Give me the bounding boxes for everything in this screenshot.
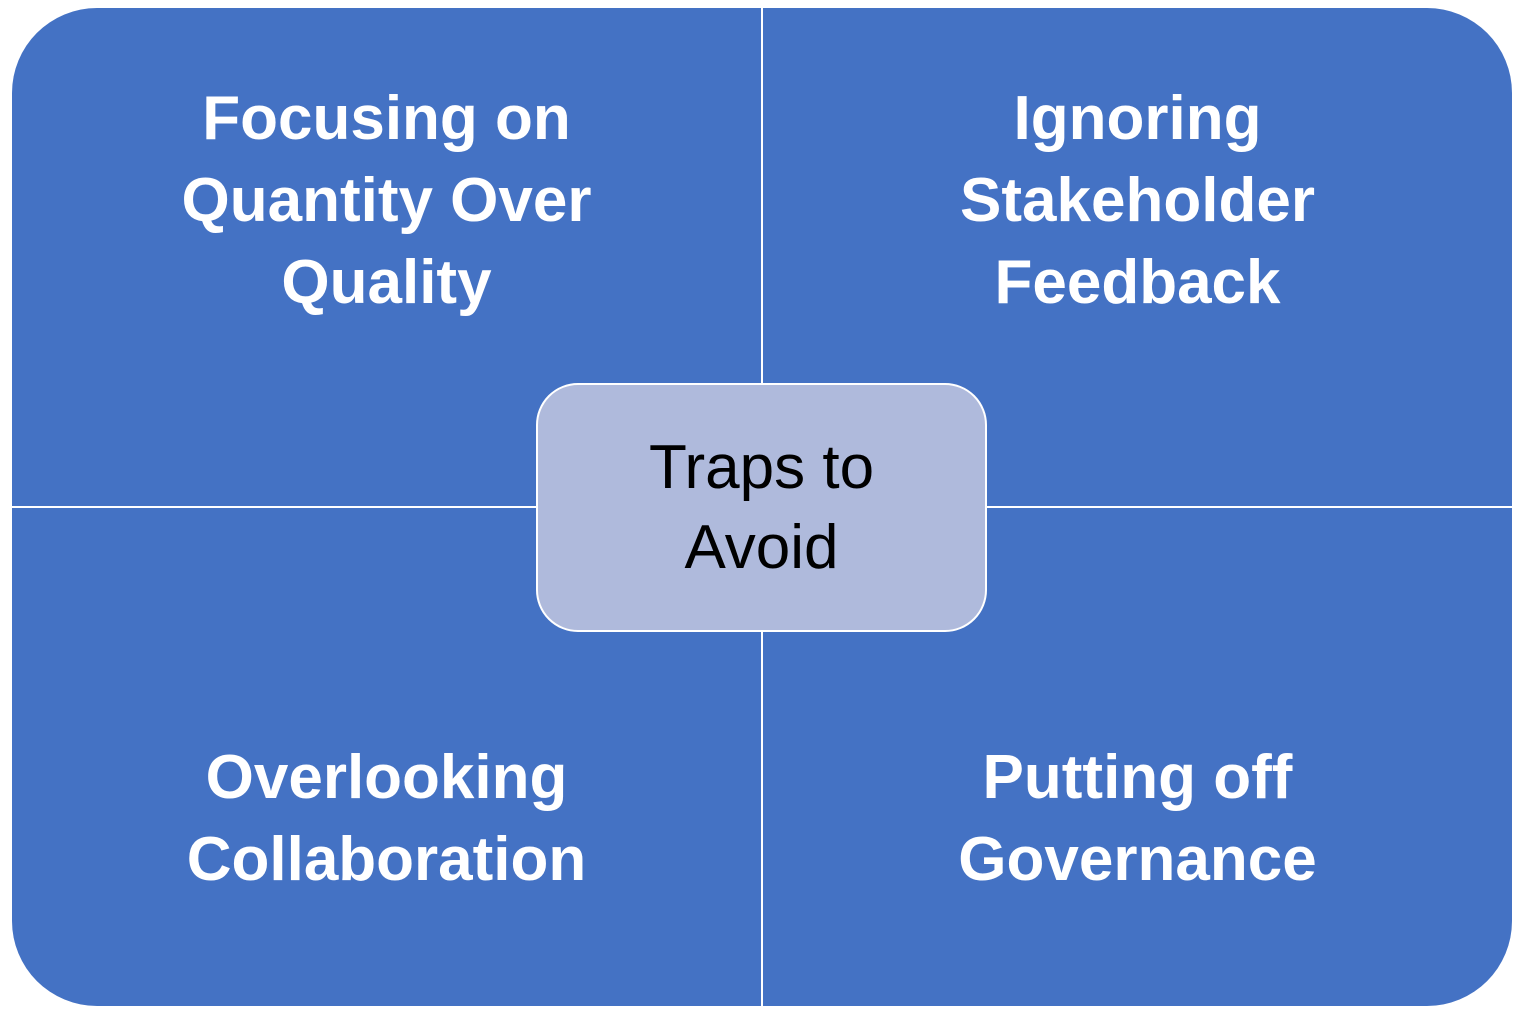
label-line: Focusing on [202, 84, 571, 153]
center-label: Traps to Avoid [649, 428, 874, 588]
label-line: Putting off [982, 743, 1293, 812]
label-line: Quantity Over [181, 166, 592, 235]
center-box: Traps to Avoid [536, 383, 987, 632]
label-line: Stakeholder [960, 166, 1315, 235]
label-line: Governance [958, 825, 1317, 894]
label-line: Collaboration [186, 825, 587, 894]
quadrant-label: Ignoring Stakeholder Feedback [763, 78, 1512, 324]
label-line: Quality [281, 248, 492, 317]
quadrant-label: Focusing on Quantity Over Quality [12, 78, 761, 324]
quadrant-label: Overlooking Collaboration [12, 737, 761, 901]
label-line: Feedback [994, 248, 1281, 317]
label-line: Traps to [648, 432, 875, 502]
label-line: Avoid [684, 512, 839, 582]
quadrant-label: Putting off Governance [763, 737, 1512, 901]
label-line: Overlooking [205, 743, 568, 812]
quadrant-top-left: Focusing on Quantity Over Quality [12, 8, 761, 506]
label-line: Ignoring [1013, 84, 1262, 153]
